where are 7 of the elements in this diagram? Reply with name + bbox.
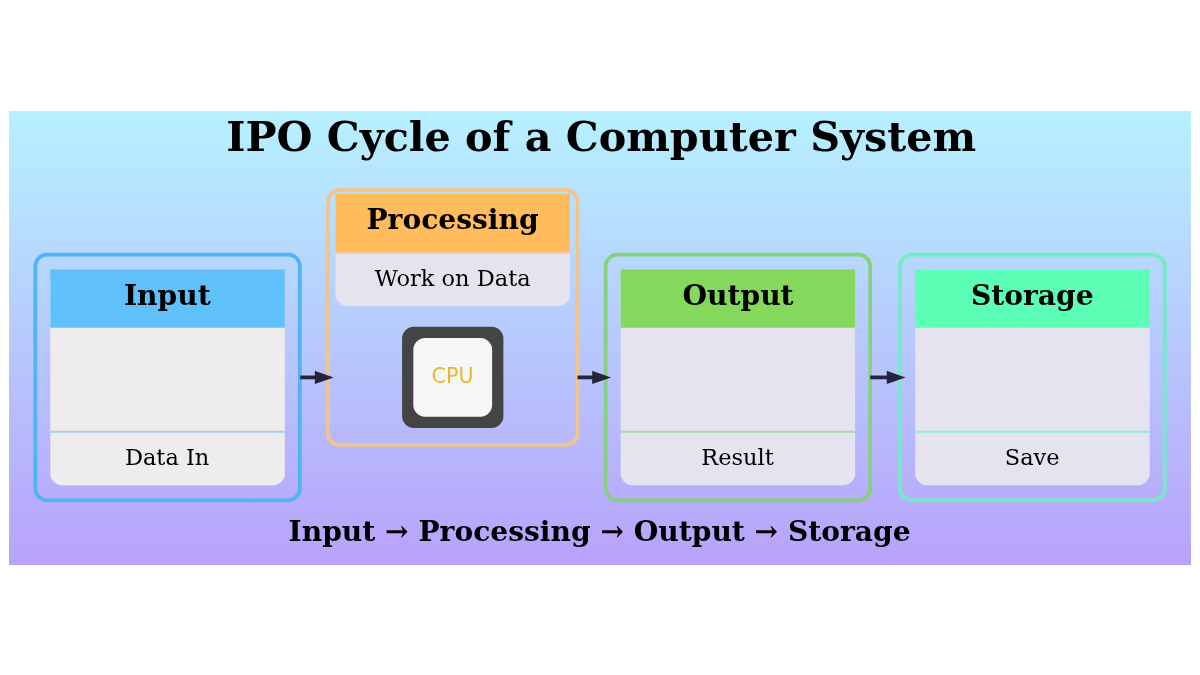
caption: Input → Processing → Output → Storage — [288, 514, 911, 548]
node-box: Output Result — [603, 252, 873, 502]
diagram-title: IPO Cycle of a Computer System — [226, 111, 977, 161]
arrow — [870, 370, 906, 384]
node-box: Storage Save — [898, 252, 1167, 502]
node-box: CPU — [402, 326, 504, 428]
node-box: Input Data In — [33, 252, 302, 502]
